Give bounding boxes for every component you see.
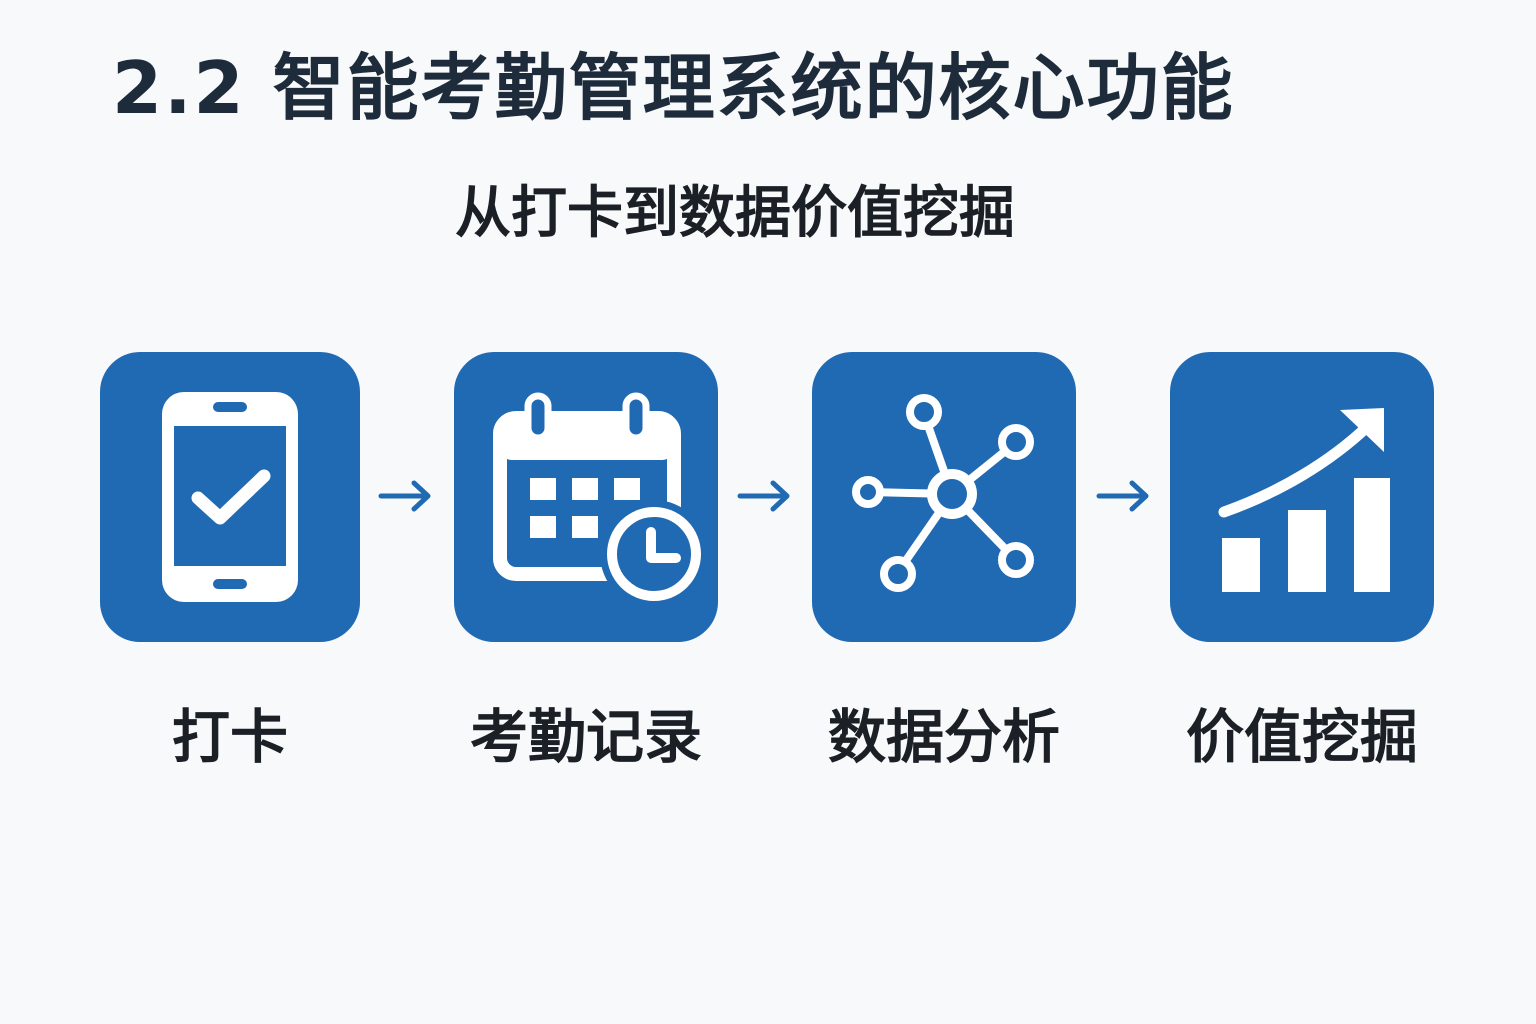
step-label-attendance-record: 考勤记录 <box>469 703 702 771</box>
step-label-clock-in: 打卡 <box>171 703 288 771</box>
arrow-right-icon <box>378 480 431 512</box>
page-subtitle: 从打卡到数据价值挖掘 <box>455 181 1015 246</box>
network-nodes-icon <box>852 394 1034 592</box>
step-label-value-mining: 价值挖掘 <box>1185 703 1418 771</box>
page-title: 2.2 智能考勤管理系统的核心功能 <box>112 46 1235 130</box>
calendar-clock-icon <box>493 392 708 608</box>
step-tile-value-mining <box>1170 352 1434 642</box>
growth-chart-icon <box>1218 408 1390 592</box>
step-label-data-analysis: 数据分析 <box>827 703 1060 771</box>
step-tile-data-analysis <box>812 352 1076 642</box>
arrow-right-icon <box>1096 480 1149 512</box>
smartphone-check-icon <box>162 392 298 602</box>
step-tile-attendance-record <box>454 352 718 642</box>
step-tile-clock-in <box>100 352 360 642</box>
arrow-right-icon <box>737 480 790 512</box>
